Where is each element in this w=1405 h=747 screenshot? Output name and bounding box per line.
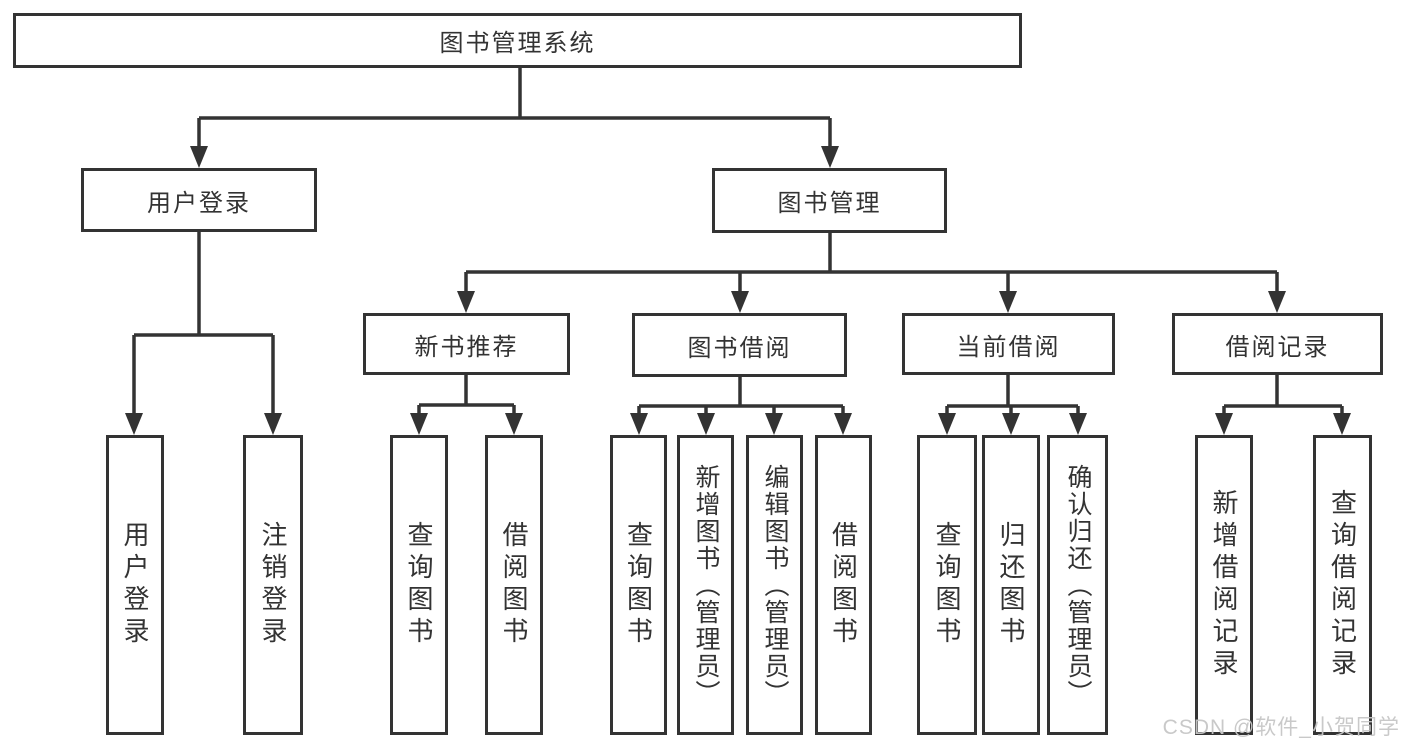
- arrowhead: [1069, 413, 1087, 435]
- arrowhead: [1215, 413, 1233, 435]
- arrowhead: [457, 291, 475, 313]
- arrowhead: [821, 146, 839, 168]
- connector-borrow-records-to-leaves: [1222, 375, 1344, 414]
- leaf-return-books: 归还图书: [982, 435, 1040, 735]
- arrowhead: [1002, 413, 1020, 435]
- arrowhead: [125, 413, 143, 435]
- node-current-borrowing: 当前借阅: [902, 313, 1115, 375]
- leaf-query-borrow-record: 查询借阅记录: [1313, 435, 1372, 735]
- node-root-library-system: 图书管理系统: [13, 13, 1022, 68]
- arrowhead: [190, 146, 208, 168]
- arrowhead: [697, 413, 715, 435]
- leaf-user-login: 用户登录: [106, 435, 164, 735]
- node-book-borrowing: 图书借阅: [632, 313, 847, 377]
- arrowhead: [630, 413, 648, 435]
- node-user-login: 用户登录: [81, 168, 317, 232]
- leaf-query-books-current: 查询图书: [917, 435, 977, 735]
- arrowhead: [410, 413, 428, 435]
- node-new-book-recommendation: 新书推荐: [363, 313, 570, 375]
- arrowheads: [125, 146, 1351, 435]
- arrowhead: [731, 291, 749, 313]
- connector-user-login-to-leaves: [132, 232, 275, 414]
- leaf-edit-books-admin: 编辑图书（管理员）: [746, 435, 803, 735]
- arrowhead: [505, 413, 523, 435]
- connector-root-to-level2: [197, 68, 832, 147]
- arrowhead: [1333, 413, 1351, 435]
- leaf-add-books-admin: 新增图书（管理员）: [677, 435, 734, 735]
- node-borrowing-records: 借阅记录: [1172, 313, 1383, 375]
- csdn-watermark: CSDN @软件_小贺同学: [1162, 716, 1400, 739]
- arrowhead: [264, 413, 282, 435]
- leaf-borrow-books-recommendation: 借阅图书: [485, 435, 543, 735]
- leaf-logout: 注销登录: [243, 435, 303, 735]
- connector-paths: [132, 68, 1344, 414]
- node-book-management: 图书管理: [712, 168, 947, 233]
- connector-current-borrow-to-leaves: [945, 375, 1080, 414]
- connector-new-book-rec-to-leaves: [417, 375, 516, 414]
- leaf-add-borrow-record: 新增借阅记录: [1195, 435, 1253, 735]
- leaf-confirm-return-admin: 确认归还（管理员）: [1047, 435, 1108, 735]
- leaf-query-books-borrowing: 查询图书: [610, 435, 667, 735]
- leaf-borrow-books-borrowing: 借阅图书: [815, 435, 872, 735]
- connector-book-mgmt-to-level3: [464, 233, 1279, 292]
- arrowhead: [834, 413, 852, 435]
- arrowhead: [999, 291, 1017, 313]
- connector-book-borrow-to-leaves: [637, 377, 845, 414]
- arrowhead: [938, 413, 956, 435]
- leaf-query-books-recommendation: 查询图书: [390, 435, 448, 735]
- arrowhead: [765, 413, 783, 435]
- arrowhead: [1268, 291, 1286, 313]
